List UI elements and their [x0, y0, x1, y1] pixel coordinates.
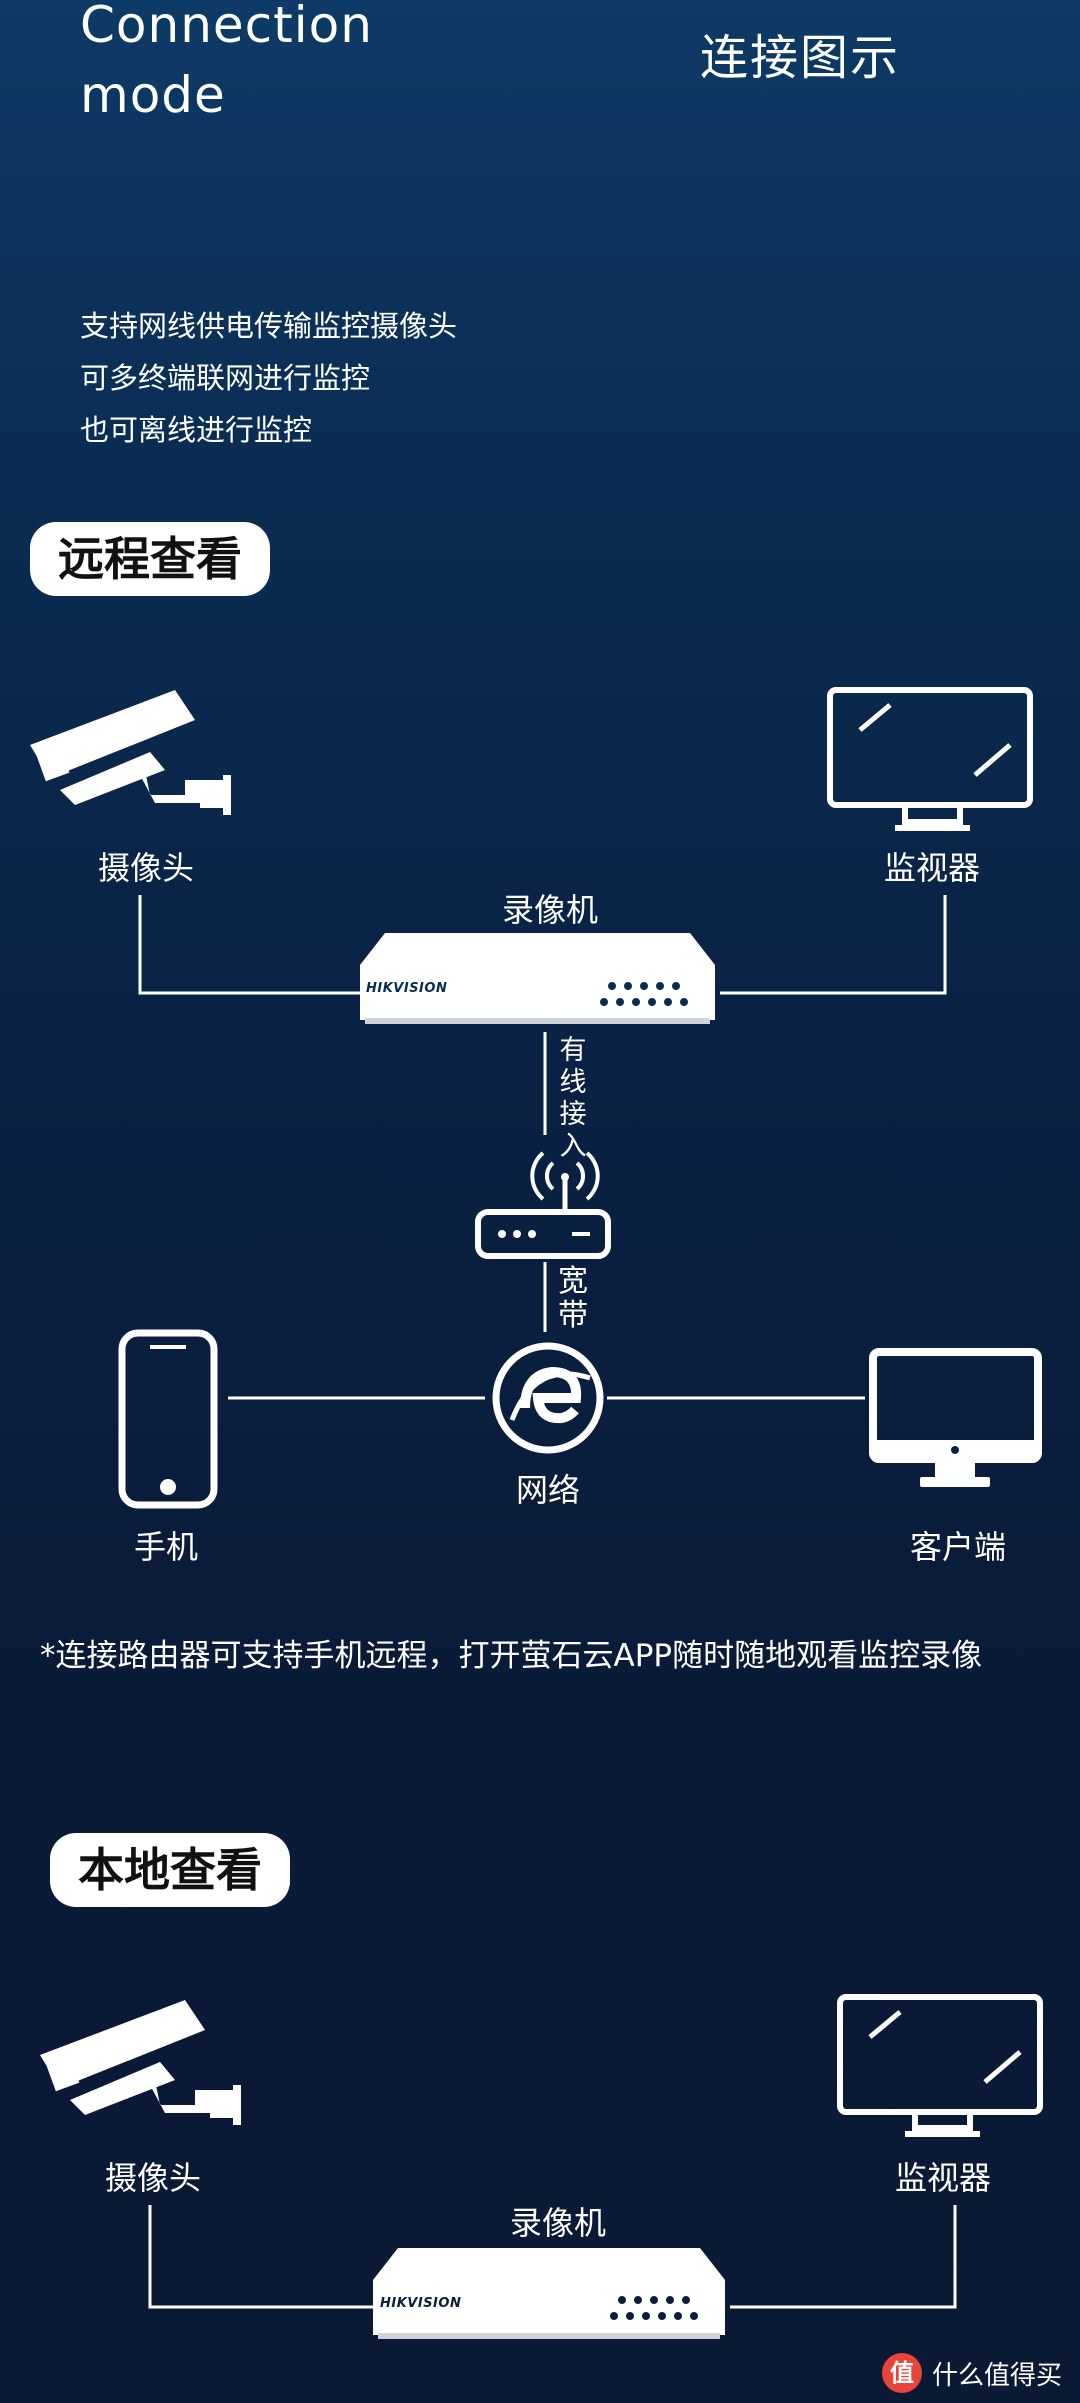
client-label: 客户端	[910, 1528, 1007, 1566]
camera-icon	[30, 690, 231, 815]
phone-label: 手机	[134, 1528, 199, 1566]
footnote: *连接路由器可支持手机远程，打开萤石云APP随时随地观看监控录像	[40, 1638, 983, 1674]
network-label: 网络	[516, 1471, 581, 1509]
nvr-brand: HIKVISION	[366, 981, 448, 996]
internet-icon	[492, 1342, 604, 1454]
watermark-logo-icon: 值	[881, 2353, 922, 2393]
feature-item: 可多终端联网进行监控	[80, 361, 371, 395]
nvr-label: 录像机	[502, 891, 599, 929]
title-english: Connection mode	[80, 0, 373, 130]
wired-access-label: 有线接入	[559, 1035, 587, 1162]
watermark-text: 什么值得买	[931, 2360, 1062, 2391]
nvr-brand: HIKVISION	[380, 2296, 462, 2311]
title-english-line1: Connection	[80, 0, 373, 54]
broadband-label: 宽带	[558, 1264, 588, 1333]
title-english-line2: mode	[80, 66, 226, 124]
monitor-label: 监视器	[884, 849, 981, 887]
remote-connection-lines	[138, 895, 947, 1400]
watermark: 值 什么值得买	[881, 2353, 1062, 2393]
feature-item: 支持网线供电传输监控摄像头	[80, 309, 458, 343]
camera-label: 摄像头	[98, 849, 195, 887]
monitor-label: 监视器	[895, 2159, 992, 2197]
router-icon	[475, 1151, 611, 1259]
remote-view-badge: 远程查看	[30, 522, 270, 596]
local-view-badge: 本地查看	[50, 1833, 290, 1907]
monitor-icon	[827, 687, 1033, 831]
nvr-icon	[360, 933, 715, 1024]
phone-icon	[118, 1329, 218, 1509]
title-chinese: 连接图示	[700, 30, 901, 86]
feature-item: 也可离线进行监控	[80, 413, 313, 447]
local-connection-lines	[148, 2205, 957, 2309]
nvr-icon	[373, 2248, 725, 2339]
monitor-icon	[837, 1994, 1043, 2137]
camera-icon	[40, 2000, 241, 2125]
client-monitor-icon	[869, 1348, 1042, 1487]
nvr-label: 录像机	[510, 2204, 607, 2242]
camera-label: 摄像头	[105, 2159, 202, 2197]
feature-list: 支持网线供电传输监控摄像头 可多终端联网进行监控 也可离线进行监控	[80, 300, 457, 456]
